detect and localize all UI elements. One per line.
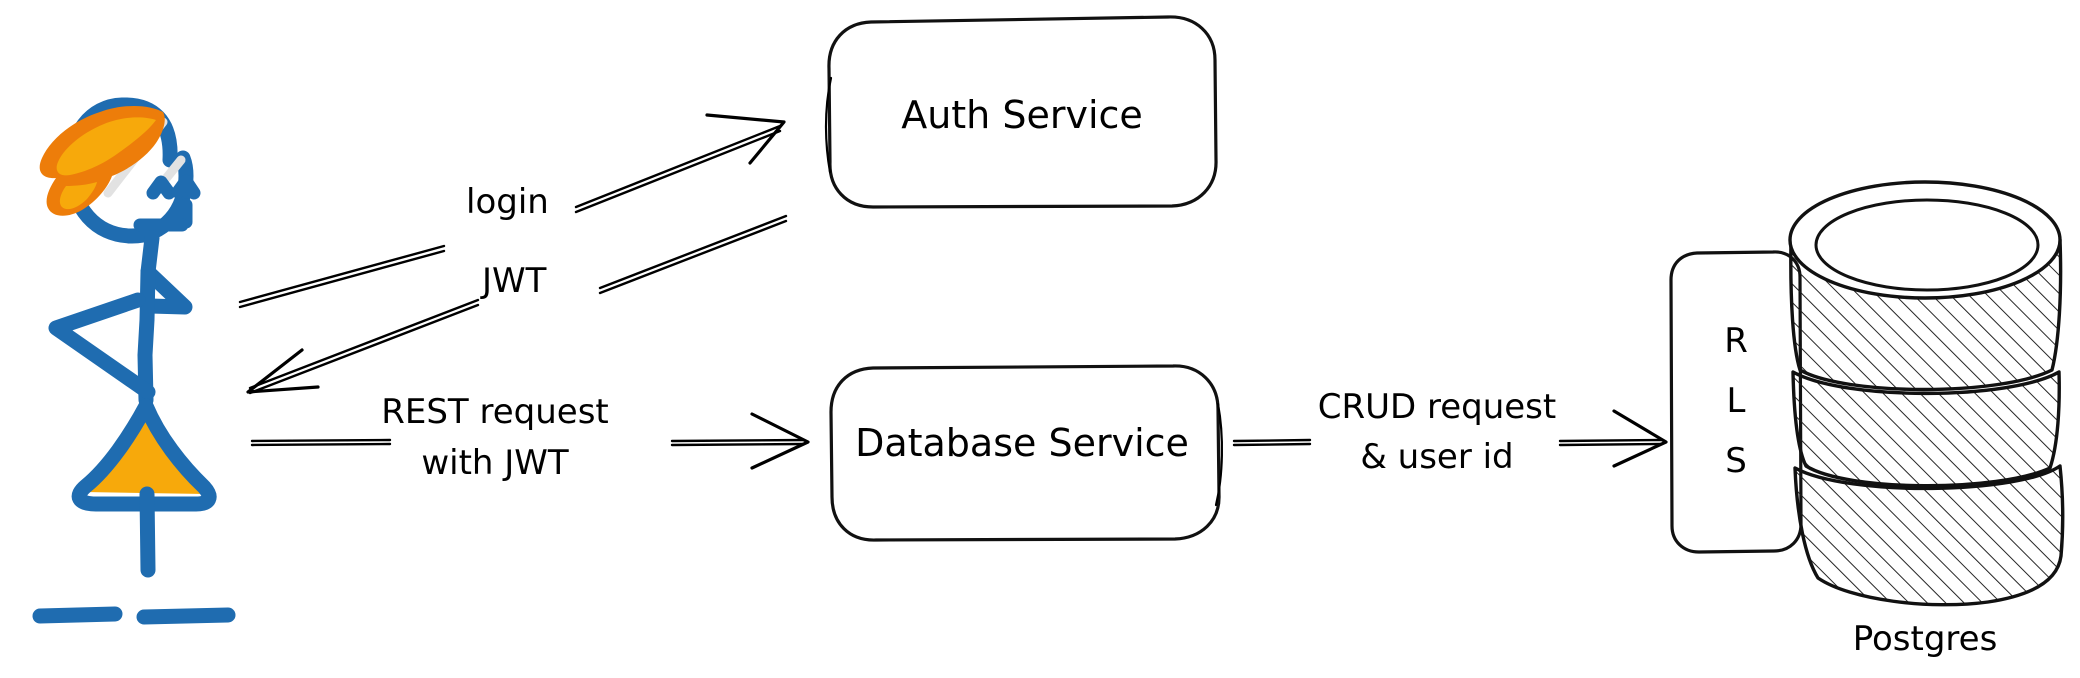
crud-label-line2: & user id bbox=[1360, 437, 1513, 477]
right-eye-icon bbox=[171, 174, 201, 200]
left-foot bbox=[32, 606, 123, 624]
node-postgres[interactable]: Postgres bbox=[1788, 180, 2065, 659]
postgres-top-ellipse-inner bbox=[1814, 198, 2040, 292]
auth-service-box[interactable] bbox=[827, 15, 1218, 209]
rest-arrow-line-a bbox=[250, 438, 392, 443]
left-eye-icon bbox=[146, 175, 176, 200]
leg bbox=[139, 486, 156, 578]
rest-label-line1: REST request bbox=[381, 392, 609, 432]
crud-arrow-line-c bbox=[1558, 438, 1664, 443]
crud-arrowhead bbox=[1612, 409, 1668, 468]
rls-letter-l: L bbox=[1727, 381, 1746, 421]
user-stick-figure bbox=[32, 97, 236, 625]
login-arrow-line-c bbox=[574, 124, 782, 209]
login-arrowhead bbox=[705, 113, 786, 165]
edge-login: login bbox=[238, 113, 786, 309]
jwt-arrow-line-b bbox=[598, 219, 788, 295]
edge-crud: CRUD request & user id bbox=[1232, 387, 1668, 477]
edge-rest: REST request with JWT bbox=[250, 392, 810, 483]
rls-letter-s: S bbox=[1725, 441, 1747, 481]
rest-label-line2: with JWT bbox=[421, 443, 569, 483]
edge-jwt: JWT bbox=[246, 214, 788, 395]
login-arrow-line-a bbox=[238, 244, 446, 304]
left-arm bbox=[48, 292, 156, 400]
crud-arrow-line-b bbox=[1232, 442, 1312, 447]
node-auth-service[interactable]: Auth Service bbox=[824, 15, 1218, 209]
database-service-box-sketch bbox=[1214, 402, 1224, 507]
database-service-box[interactable] bbox=[829, 364, 1221, 542]
skirt-fill bbox=[84, 408, 205, 494]
auth-service-label: Auth Service bbox=[901, 93, 1143, 137]
postgres-drum-bottom bbox=[1793, 464, 2065, 607]
database-service-label: Database Service bbox=[855, 421, 1189, 465]
node-database-service[interactable]: Database Service bbox=[829, 364, 1224, 542]
rls-letter-r: R bbox=[1724, 321, 1748, 361]
right-foot bbox=[136, 607, 236, 625]
jwt-label: JWT bbox=[480, 261, 547, 301]
postgres-drum-middle bbox=[1791, 370, 2061, 488]
crud-arrow-line-a bbox=[1232, 438, 1312, 443]
jwt-arrowhead bbox=[246, 348, 320, 394]
crud-arrow-line-d bbox=[1558, 442, 1664, 447]
crud-label-line1: CRUD request bbox=[1318, 387, 1556, 427]
torso bbox=[137, 264, 156, 408]
jwt-arrow-line-d bbox=[248, 303, 480, 395]
jwt-arrow-line-c bbox=[248, 298, 480, 390]
hair-bow-tail bbox=[59, 182, 97, 210]
jwt-arrow-line-a bbox=[598, 214, 788, 290]
node-rls[interactable]: R L S bbox=[1669, 250, 1803, 554]
hair-bow-inner bbox=[56, 117, 156, 176]
postgres-label: Postgres bbox=[1853, 619, 1998, 659]
rest-arrowhead bbox=[750, 412, 810, 470]
rest-arrow-line-b bbox=[250, 442, 392, 447]
auth-service-box-sketch bbox=[824, 76, 833, 174]
login-label: login bbox=[466, 182, 549, 222]
login-arrow-line-b bbox=[238, 249, 446, 309]
login-arrow-line-d bbox=[574, 129, 782, 214]
rest-arrow-line-c bbox=[670, 438, 806, 443]
rest-arrow-line-d bbox=[670, 442, 806, 447]
right-arm bbox=[140, 264, 193, 315]
